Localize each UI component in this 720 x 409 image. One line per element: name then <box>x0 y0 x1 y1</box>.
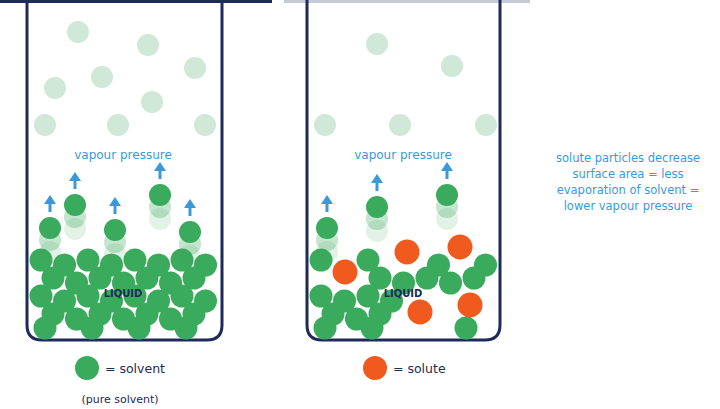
top-bar <box>0 0 272 3</box>
top-bar <box>284 0 530 3</box>
solvent-particle <box>175 317 198 340</box>
vapour-particle <box>314 114 336 136</box>
escaping-particle <box>316 217 338 239</box>
solute-particle <box>333 260 358 285</box>
solute-particle <box>448 235 473 260</box>
escaping-particle <box>436 184 458 206</box>
solvent-particle <box>455 317 478 340</box>
explanation-note: solute particles decrease surface area =… <box>540 150 716 214</box>
vapour-particle <box>441 55 463 77</box>
legend-row: = solvent <box>75 356 165 380</box>
solvent-particle <box>128 317 151 340</box>
arrow-head <box>69 172 81 181</box>
vapour-particle <box>194 114 216 136</box>
liquid-label: LIQUID <box>384 288 423 299</box>
solvent-particle <box>416 267 439 290</box>
vapour-particle <box>184 57 206 79</box>
vapour-particle <box>137 34 159 56</box>
vapour-particle <box>475 114 497 136</box>
legend-text: = solute <box>393 361 446 376</box>
solvent-particle <box>34 317 57 340</box>
solvent-particle <box>314 317 337 340</box>
arrow-head <box>184 199 196 208</box>
legend-swatch <box>75 356 99 380</box>
escaping-particle <box>366 196 388 218</box>
solvent-particle <box>81 317 104 340</box>
solute-particle <box>395 240 420 265</box>
arrow-head <box>109 197 121 206</box>
arrow-head <box>154 162 166 171</box>
vapour-particle <box>34 114 56 136</box>
solvent-particle <box>439 272 462 295</box>
liquid-label: LIQUID <box>104 288 143 299</box>
pure-solvent-note: (pure solvent) <box>81 393 158 406</box>
solvent-particle <box>463 267 486 290</box>
arrow-head <box>44 195 56 204</box>
escaping-particle <box>39 217 61 239</box>
legend-text: = solvent <box>105 361 165 376</box>
vapour-particle <box>44 77 66 99</box>
arrow-head <box>371 174 383 183</box>
vapour-pressure-label: vapour pressure <box>352 148 454 162</box>
vapour-particle <box>141 91 163 113</box>
arrow-head <box>321 195 333 204</box>
vapour-particle <box>389 114 411 136</box>
legend-swatch <box>363 356 387 380</box>
vapour-pressure-label: vapour pressure <box>72 148 174 162</box>
escaping-particle <box>149 184 171 206</box>
vapour-particle <box>107 114 129 136</box>
solute-particle <box>458 293 483 318</box>
vapour-particle <box>366 33 388 55</box>
vapour-particle <box>67 21 89 43</box>
solute-particle <box>408 300 433 325</box>
escaping-particle <box>64 194 86 216</box>
arrow-head <box>441 162 453 171</box>
escaping-particle <box>104 219 126 241</box>
escaping-particle <box>179 221 201 243</box>
beaker-outline <box>307 0 500 340</box>
beaker-outline <box>27 0 222 340</box>
solvent-particle <box>361 317 384 340</box>
legend-row: = solute <box>363 356 446 380</box>
vapour-particle <box>91 66 113 88</box>
